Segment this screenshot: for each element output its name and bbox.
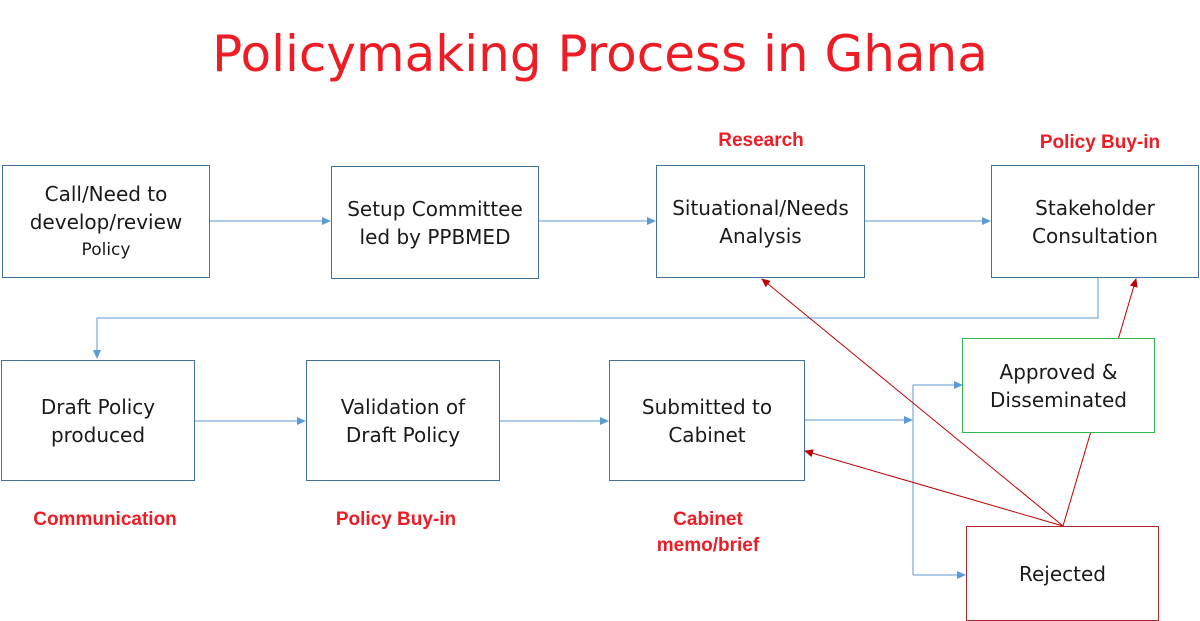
label-cabinet-memo: Cabinet memo/brief xyxy=(608,507,808,559)
box-draft-policy-line2: produced xyxy=(50,422,146,447)
box-draft-policy-line1: Draft Policy xyxy=(40,394,156,419)
box-validation: Validation of Draft Policy xyxy=(306,360,500,481)
box-stakeholder: Stakeholder Consultation xyxy=(991,165,1199,278)
box-call-need-line3: Policy xyxy=(81,239,131,260)
label-cabinet-memo-line1: Cabinet xyxy=(673,509,743,530)
box-approved: Approved & Disseminated xyxy=(962,338,1155,433)
box-call-need-line1: Call/Need to xyxy=(44,181,168,206)
box-setup-committee-line1: Setup Committee xyxy=(347,196,523,221)
arrow-rejected-to-submitted xyxy=(804,449,1064,527)
label-policy-buyin-bottom: Policy Buy-in xyxy=(296,507,496,533)
label-communication: Communication xyxy=(5,507,205,533)
box-rejected-line1: Rejected xyxy=(1018,561,1106,586)
box-draft-policy: Draft Policy produced xyxy=(1,360,195,481)
box-submitted: Submitted to Cabinet xyxy=(609,360,805,481)
label-research-line1: Research xyxy=(718,130,804,151)
box-approved-line1: Approved & xyxy=(999,359,1118,384)
box-call-need: Call/Need to develop/review Policy xyxy=(2,165,210,278)
arrow-rejected-to-situational xyxy=(761,278,1064,527)
box-validation-line2: Draft Policy xyxy=(345,422,461,447)
box-submitted-line2: Cabinet xyxy=(668,422,746,447)
label-cabinet-memo-line2: memo/brief xyxy=(656,535,760,556)
box-situational: Situational/Needs Analysis xyxy=(656,165,865,278)
label-policy-buyin-top-line1: Policy Buy-in xyxy=(1039,132,1161,153)
label-policy-buyin-bottom-line1: Policy Buy-in xyxy=(335,509,457,530)
box-validation-line1: Validation of xyxy=(340,394,466,419)
box-stakeholder-line2: Consultation xyxy=(1032,223,1158,248)
page-title: Policymaking Process in Ghana xyxy=(212,25,988,83)
box-setup-committee: Setup Committee led by PPBMED xyxy=(331,166,539,279)
box-situational-line2: Analysis xyxy=(719,223,802,248)
box-stakeholder-line1: Stakeholder xyxy=(1035,195,1155,220)
box-setup-committee-line2: led by PPBMED xyxy=(359,224,511,249)
label-communication-line1: Communication xyxy=(33,509,177,530)
box-rejected: Rejected xyxy=(966,526,1159,621)
arrow-branch-to-approved xyxy=(912,381,963,575)
label-policy-buyin-top: Policy Buy-in xyxy=(1000,130,1200,156)
box-approved-line2: Disseminated xyxy=(990,387,1127,412)
label-research: Research xyxy=(661,128,861,154)
box-situational-line1: Situational/Needs xyxy=(672,195,849,220)
arrow-stakeholder-to-draft xyxy=(93,278,1099,359)
box-submitted-line1: Submitted to xyxy=(641,394,773,419)
box-call-need-line2: develop/review xyxy=(29,209,183,234)
